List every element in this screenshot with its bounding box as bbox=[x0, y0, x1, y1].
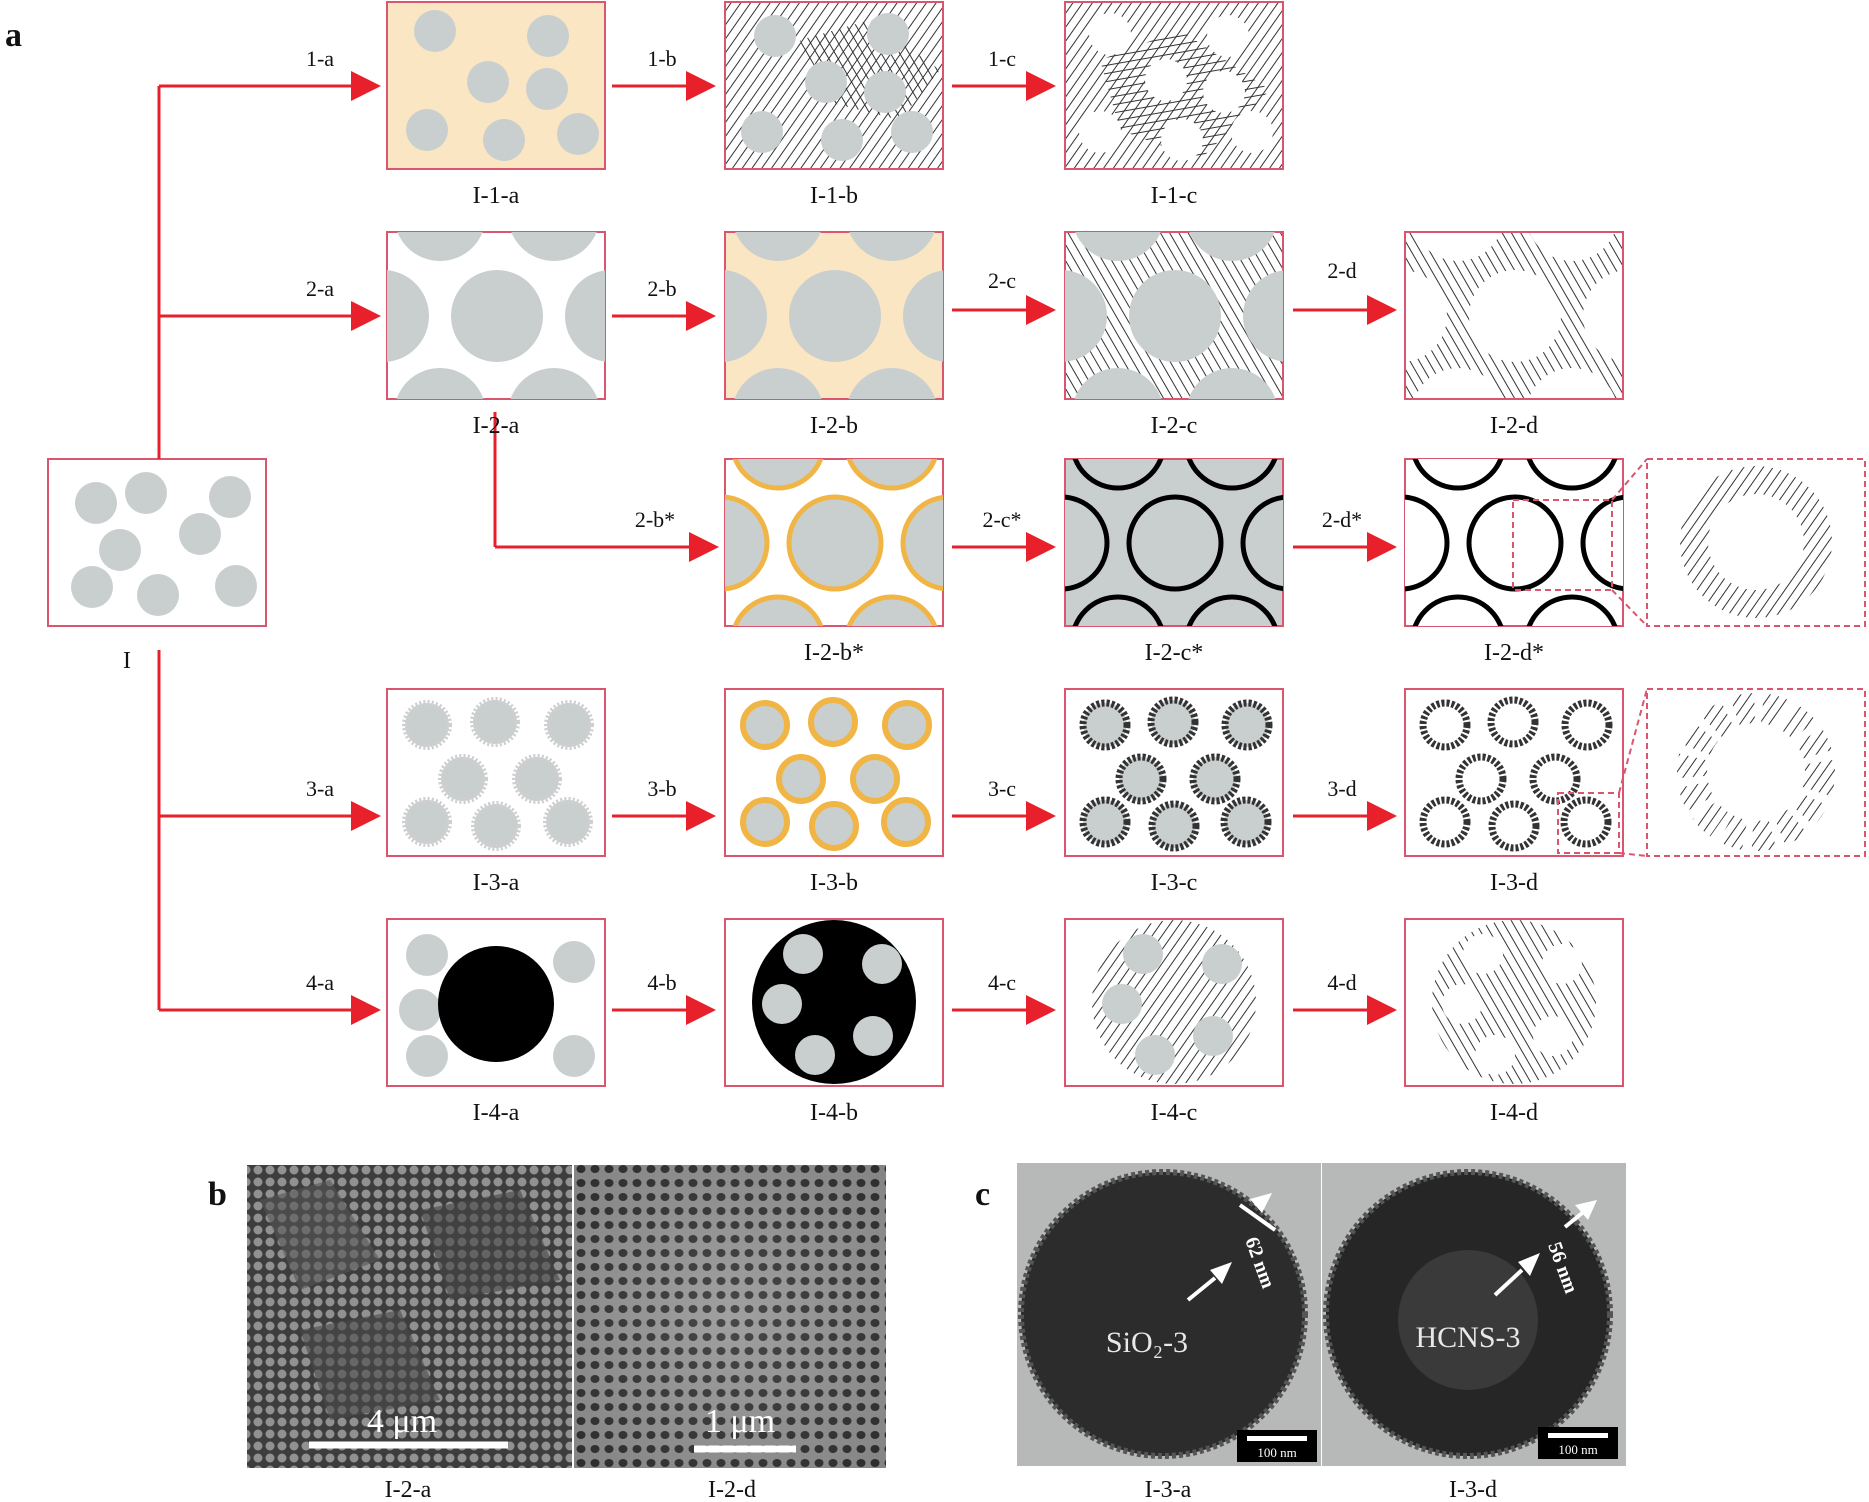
label-sio2: SiO₂-3 bbox=[1106, 1326, 1188, 1359]
caption-I-3-a: I-3-a bbox=[473, 870, 520, 896]
box-I-4-c bbox=[1065, 919, 1283, 1086]
box-I-3-c bbox=[1065, 689, 1283, 856]
start-box bbox=[48, 459, 266, 626]
caption-c-left: I-3-a bbox=[1145, 1477, 1192, 1502]
caption-b-left: I-2-a bbox=[385, 1477, 432, 1502]
step-label-3d: 3-d bbox=[1327, 776, 1356, 801]
caption-I-2-a: I-2-a bbox=[473, 413, 520, 439]
caption-I-3-b: I-3-b bbox=[810, 870, 858, 896]
box-I-3-b bbox=[725, 689, 943, 856]
step-label-3b: 3-b bbox=[647, 776, 676, 801]
tem-image-I-3-d: 56 nm 100 nm bbox=[1322, 1163, 1626, 1466]
caption-I-4-a: I-4-a bbox=[473, 1100, 520, 1126]
label-hcns: HCNS-3 bbox=[1415, 1321, 1520, 1354]
caption-I-2-c: I-2-c bbox=[1151, 413, 1198, 439]
step-label-4b: 4-b bbox=[647, 970, 676, 995]
branch-label-1: 1-a bbox=[306, 46, 334, 71]
step-label-3c: 3-c bbox=[988, 776, 1016, 801]
branch-label-3: 3-a bbox=[306, 776, 334, 801]
caption-I-2-d-star: I-2-d* bbox=[1484, 640, 1544, 666]
caption-I-4-d: I-4-d bbox=[1490, 1100, 1538, 1126]
caption-I-4-c: I-4-c bbox=[1151, 1100, 1198, 1126]
caption-b-right: I-2-d bbox=[708, 1477, 756, 1502]
start-caption: I bbox=[123, 648, 131, 674]
box-I-4-d bbox=[1405, 919, 1623, 1086]
branch-label-4: 4-a bbox=[306, 970, 334, 995]
panel-label-b: b bbox=[208, 1176, 227, 1213]
step-label-2cstar: 2-c* bbox=[982, 507, 1021, 532]
box-I-1-a bbox=[387, 2, 605, 169]
step-label-2c: 2-c bbox=[988, 268, 1016, 293]
caption-I-3-c: I-3-c bbox=[1151, 870, 1198, 896]
step-label-4d: 4-d bbox=[1327, 970, 1356, 995]
step-label-1c: 1-c bbox=[988, 46, 1016, 71]
zoom-inset-3d bbox=[1619, 689, 1865, 856]
panel-label-c: c bbox=[975, 1176, 990, 1213]
step-label-1b: 1-b bbox=[647, 46, 676, 71]
box-I-4-a bbox=[387, 919, 605, 1086]
scale-text-b-left: 4 μm bbox=[367, 1403, 437, 1440]
scale-text-b-right: 1 μm bbox=[705, 1403, 775, 1440]
caption-I-1-a: I-1-a bbox=[473, 183, 520, 209]
branch-label-2: 2-a bbox=[306, 276, 334, 301]
scale-text-c-left: 100 nm bbox=[1257, 1445, 1296, 1460]
box-I-3-d bbox=[1405, 689, 1623, 856]
caption-I-3-d: I-3-d bbox=[1490, 870, 1538, 896]
box-I-3-a bbox=[387, 689, 605, 856]
step-label-4c: 4-c bbox=[988, 970, 1016, 995]
caption-I-1-b: I-1-b bbox=[810, 183, 858, 209]
box-I-1-b bbox=[725, 2, 943, 169]
caption-I-2-c-star: I-2-c* bbox=[1145, 640, 1204, 666]
tem-image-I-3-a: 62 nm 100 nm bbox=[1017, 1163, 1321, 1466]
branch-label-2star: 2-b* bbox=[635, 507, 675, 532]
caption-I-1-c: I-1-c bbox=[1151, 183, 1198, 209]
caption-I-2-d: I-2-d bbox=[1490, 413, 1538, 439]
step-label-2d: 2-d bbox=[1327, 258, 1356, 283]
caption-I-2-b-star: I-2-b* bbox=[804, 640, 864, 666]
step-label-2b: 2-b bbox=[647, 276, 676, 301]
panel-label-a: a bbox=[5, 17, 22, 54]
box-I-4-b bbox=[725, 919, 943, 1086]
caption-I-4-b: I-4-b bbox=[810, 1100, 858, 1126]
scale-text-c-right: 100 nm bbox=[1558, 1442, 1597, 1457]
box-I-1-c bbox=[1065, 2, 1283, 169]
caption-c-right: I-3-d bbox=[1449, 1477, 1497, 1502]
caption-I-2-b: I-2-b bbox=[810, 413, 858, 439]
step-label-2dstar: 2-d* bbox=[1322, 507, 1362, 532]
zoom-inset-2d-star bbox=[1612, 459, 1865, 626]
